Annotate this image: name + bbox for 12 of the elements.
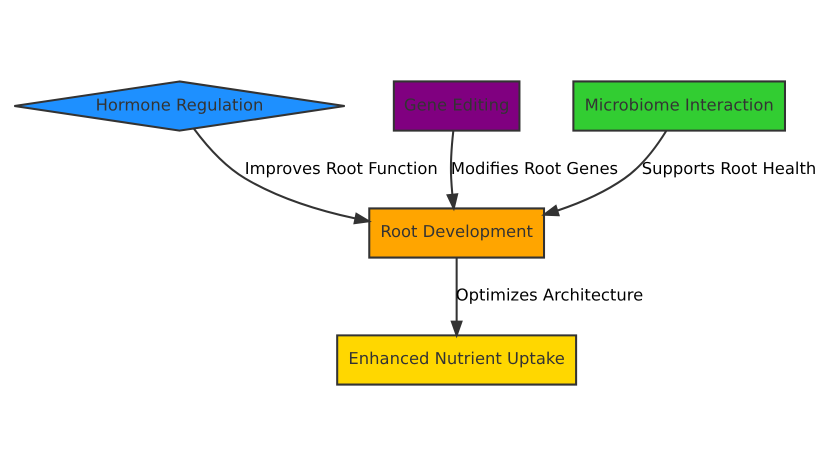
node-box: Enhanced Nutrient Uptake	[336, 334, 578, 386]
arrow	[541, 130, 668, 216]
node-box: Root Development	[368, 207, 546, 259]
node-box: Microbiome Interaction	[572, 80, 786, 132]
edge-label: Supports Root Health	[642, 158, 816, 178]
arrow	[446, 130, 458, 212]
edge-label: Improves Root Function	[244, 158, 438, 178]
node-box: Gene Editing	[392, 80, 520, 132]
arrow	[192, 128, 372, 224]
node-diamond: Hormone Regulation	[13, 80, 346, 132]
arrow	[450, 258, 463, 338]
edge-label: Modifies Root Genes	[450, 158, 618, 178]
